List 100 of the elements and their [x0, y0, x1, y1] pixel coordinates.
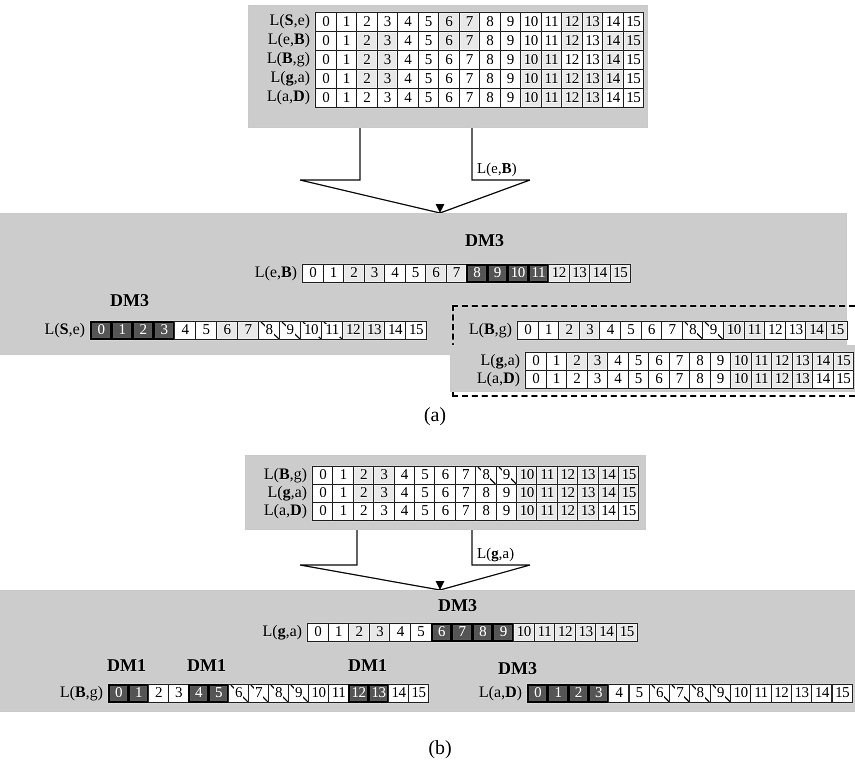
slot-cell: 4 — [384, 264, 406, 283]
shaded-slot-cell: 14 — [602, 31, 624, 51]
slot-cell: 7 — [458, 88, 480, 108]
shaded-slot-cell: 11 — [536, 484, 558, 503]
slot-cell: 4 — [397, 69, 418, 89]
crossed-slot-cell: 9 — [288, 684, 309, 703]
slot-cell: 10 — [520, 31, 542, 51]
shaded-slot-cell: 2 — [558, 321, 580, 340]
shaded-slot-cell: 12 — [561, 31, 582, 51]
shaded-slot-cell: 10 — [520, 50, 542, 70]
crossed-slot-cell: 9 — [710, 684, 731, 703]
shaded-slot-cell: 12 — [561, 69, 582, 89]
slot-cell: 4 — [607, 370, 628, 389]
slot-cell: 1 — [538, 321, 560, 340]
slot-cell: 3 — [586, 370, 608, 389]
crossed-slot-cell: 10 — [300, 321, 322, 340]
row-label: L(a,D) — [476, 370, 520, 388]
slot-cell: 1 — [546, 370, 567, 389]
shaded-slot-cell: 11 — [744, 321, 766, 340]
slot-cell: 0 — [315, 12, 336, 32]
slot-cell: 4 — [397, 31, 418, 51]
slot-cell: 5 — [628, 370, 649, 389]
shaded-slot-cell: 10 — [730, 352, 752, 371]
slot-cell: 2 — [356, 88, 378, 108]
allocated-slot-cell: 0 — [90, 321, 112, 340]
shaded-slot-cell: 10 — [520, 88, 542, 108]
slot-cell: 14 — [598, 502, 619, 521]
allocated-slot-cell: 1 — [111, 321, 133, 340]
allocated-slot-cell: 9 — [492, 623, 514, 642]
slot-cell: 5 — [418, 88, 439, 108]
dm-label: DM3 — [465, 230, 504, 251]
slot-cell: 4 — [599, 321, 621, 340]
shaded-slot-cell: 10 — [516, 502, 538, 521]
allocated-slot-cell: 13 — [368, 684, 389, 703]
row-label: L(B,g) — [468, 321, 512, 339]
slot-cell: 4 — [397, 12, 418, 32]
slot-cell: 2 — [148, 684, 169, 703]
crossed-slot-cell: 9 — [496, 466, 517, 485]
slot-cell: 15 — [408, 684, 429, 703]
slot-cell: 4 — [397, 50, 418, 70]
slot-cell: 1 — [322, 264, 344, 283]
subfigure-label: (b) — [428, 737, 452, 759]
shaded-slot-cell: 3 — [364, 264, 385, 283]
shaded-slot-cell: 15 — [622, 31, 644, 51]
shaded-slot-cell: 2 — [356, 50, 378, 70]
shaded-slot-cell: 11 — [750, 370, 772, 389]
row-label: L(a,D) — [266, 88, 310, 106]
slot-table-panel — [245, 455, 646, 530]
allocated-slot-cell: 12 — [348, 684, 369, 703]
slot-cell: 14 — [602, 88, 624, 108]
slot-cell: 14 — [812, 370, 834, 389]
slot-cell: 5 — [410, 623, 432, 642]
slot-cell: 7 — [661, 321, 683, 340]
row-label: L(B,g) — [264, 466, 307, 484]
slot-cell: 8 — [479, 50, 500, 70]
slot-cell: 2 — [352, 502, 374, 521]
slot-cell: 15 — [405, 321, 427, 340]
slot-cell: 0 — [312, 502, 334, 521]
shaded-slot-cell: 12 — [556, 502, 578, 521]
slot-cell: 3 — [376, 88, 398, 108]
shaded-slot-cell: 10 — [520, 69, 542, 89]
slot-cell: 12 — [764, 321, 786, 340]
allocated-slot-cell: 2 — [568, 684, 589, 703]
slot-cell: 10 — [308, 684, 329, 703]
allocated-slot-cell: 8 — [472, 623, 494, 642]
slot-cell: 0 — [525, 352, 546, 371]
crossed-slot-cell: 8 — [475, 466, 497, 485]
slot-cell: 6 — [434, 484, 456, 503]
shaded-slot-cell: 3 — [368, 623, 390, 642]
allocated-slot-cell: 7 — [451, 623, 473, 642]
crossed-slot-cell: 7 — [669, 684, 690, 703]
shaded-slot-cell: 13 — [582, 88, 603, 108]
shaded-slot-cell: 13 — [577, 484, 599, 503]
slot-cell: 5 — [414, 502, 436, 521]
slot-cell: 15 — [622, 50, 644, 70]
shaded-slot-cell: 15 — [832, 352, 854, 371]
slot-cell: 8 — [479, 12, 500, 32]
shaded-slot-cell: 12 — [771, 352, 792, 371]
shaded-slot-cell: 7 — [446, 264, 467, 283]
allocated-slot-cell: 0 — [527, 684, 548, 703]
allocated-slot-cell: 10 — [507, 264, 528, 283]
slot-cell: 11 — [328, 684, 349, 703]
allocated-slot-cell: 8 — [466, 264, 488, 283]
slot-cell: 5 — [195, 321, 217, 340]
shaded-slot-cell: 14 — [595, 623, 617, 642]
slot-cell: 8 — [479, 69, 500, 89]
slot-cell: 0 — [525, 370, 546, 389]
slot-table-panel — [452, 305, 855, 397]
shaded-slot-cell: 13 — [568, 264, 590, 283]
slot-cell: 7 — [668, 370, 690, 389]
crossed-slot-cell: 8 — [268, 684, 289, 703]
shaded-slot-cell: 12 — [561, 12, 582, 32]
shaded-slot-cell: 11 — [536, 502, 558, 521]
slot-cell: 8 — [689, 370, 710, 389]
slot-cell: 8 — [479, 31, 500, 51]
slot-cell: 3 — [373, 502, 395, 521]
shaded-slot-cell: 10 — [516, 484, 538, 503]
crossed-slot-cell: 8 — [258, 321, 280, 340]
slot-cell: 4 — [389, 623, 411, 642]
crossed-slot-cell: 6 — [648, 684, 670, 703]
